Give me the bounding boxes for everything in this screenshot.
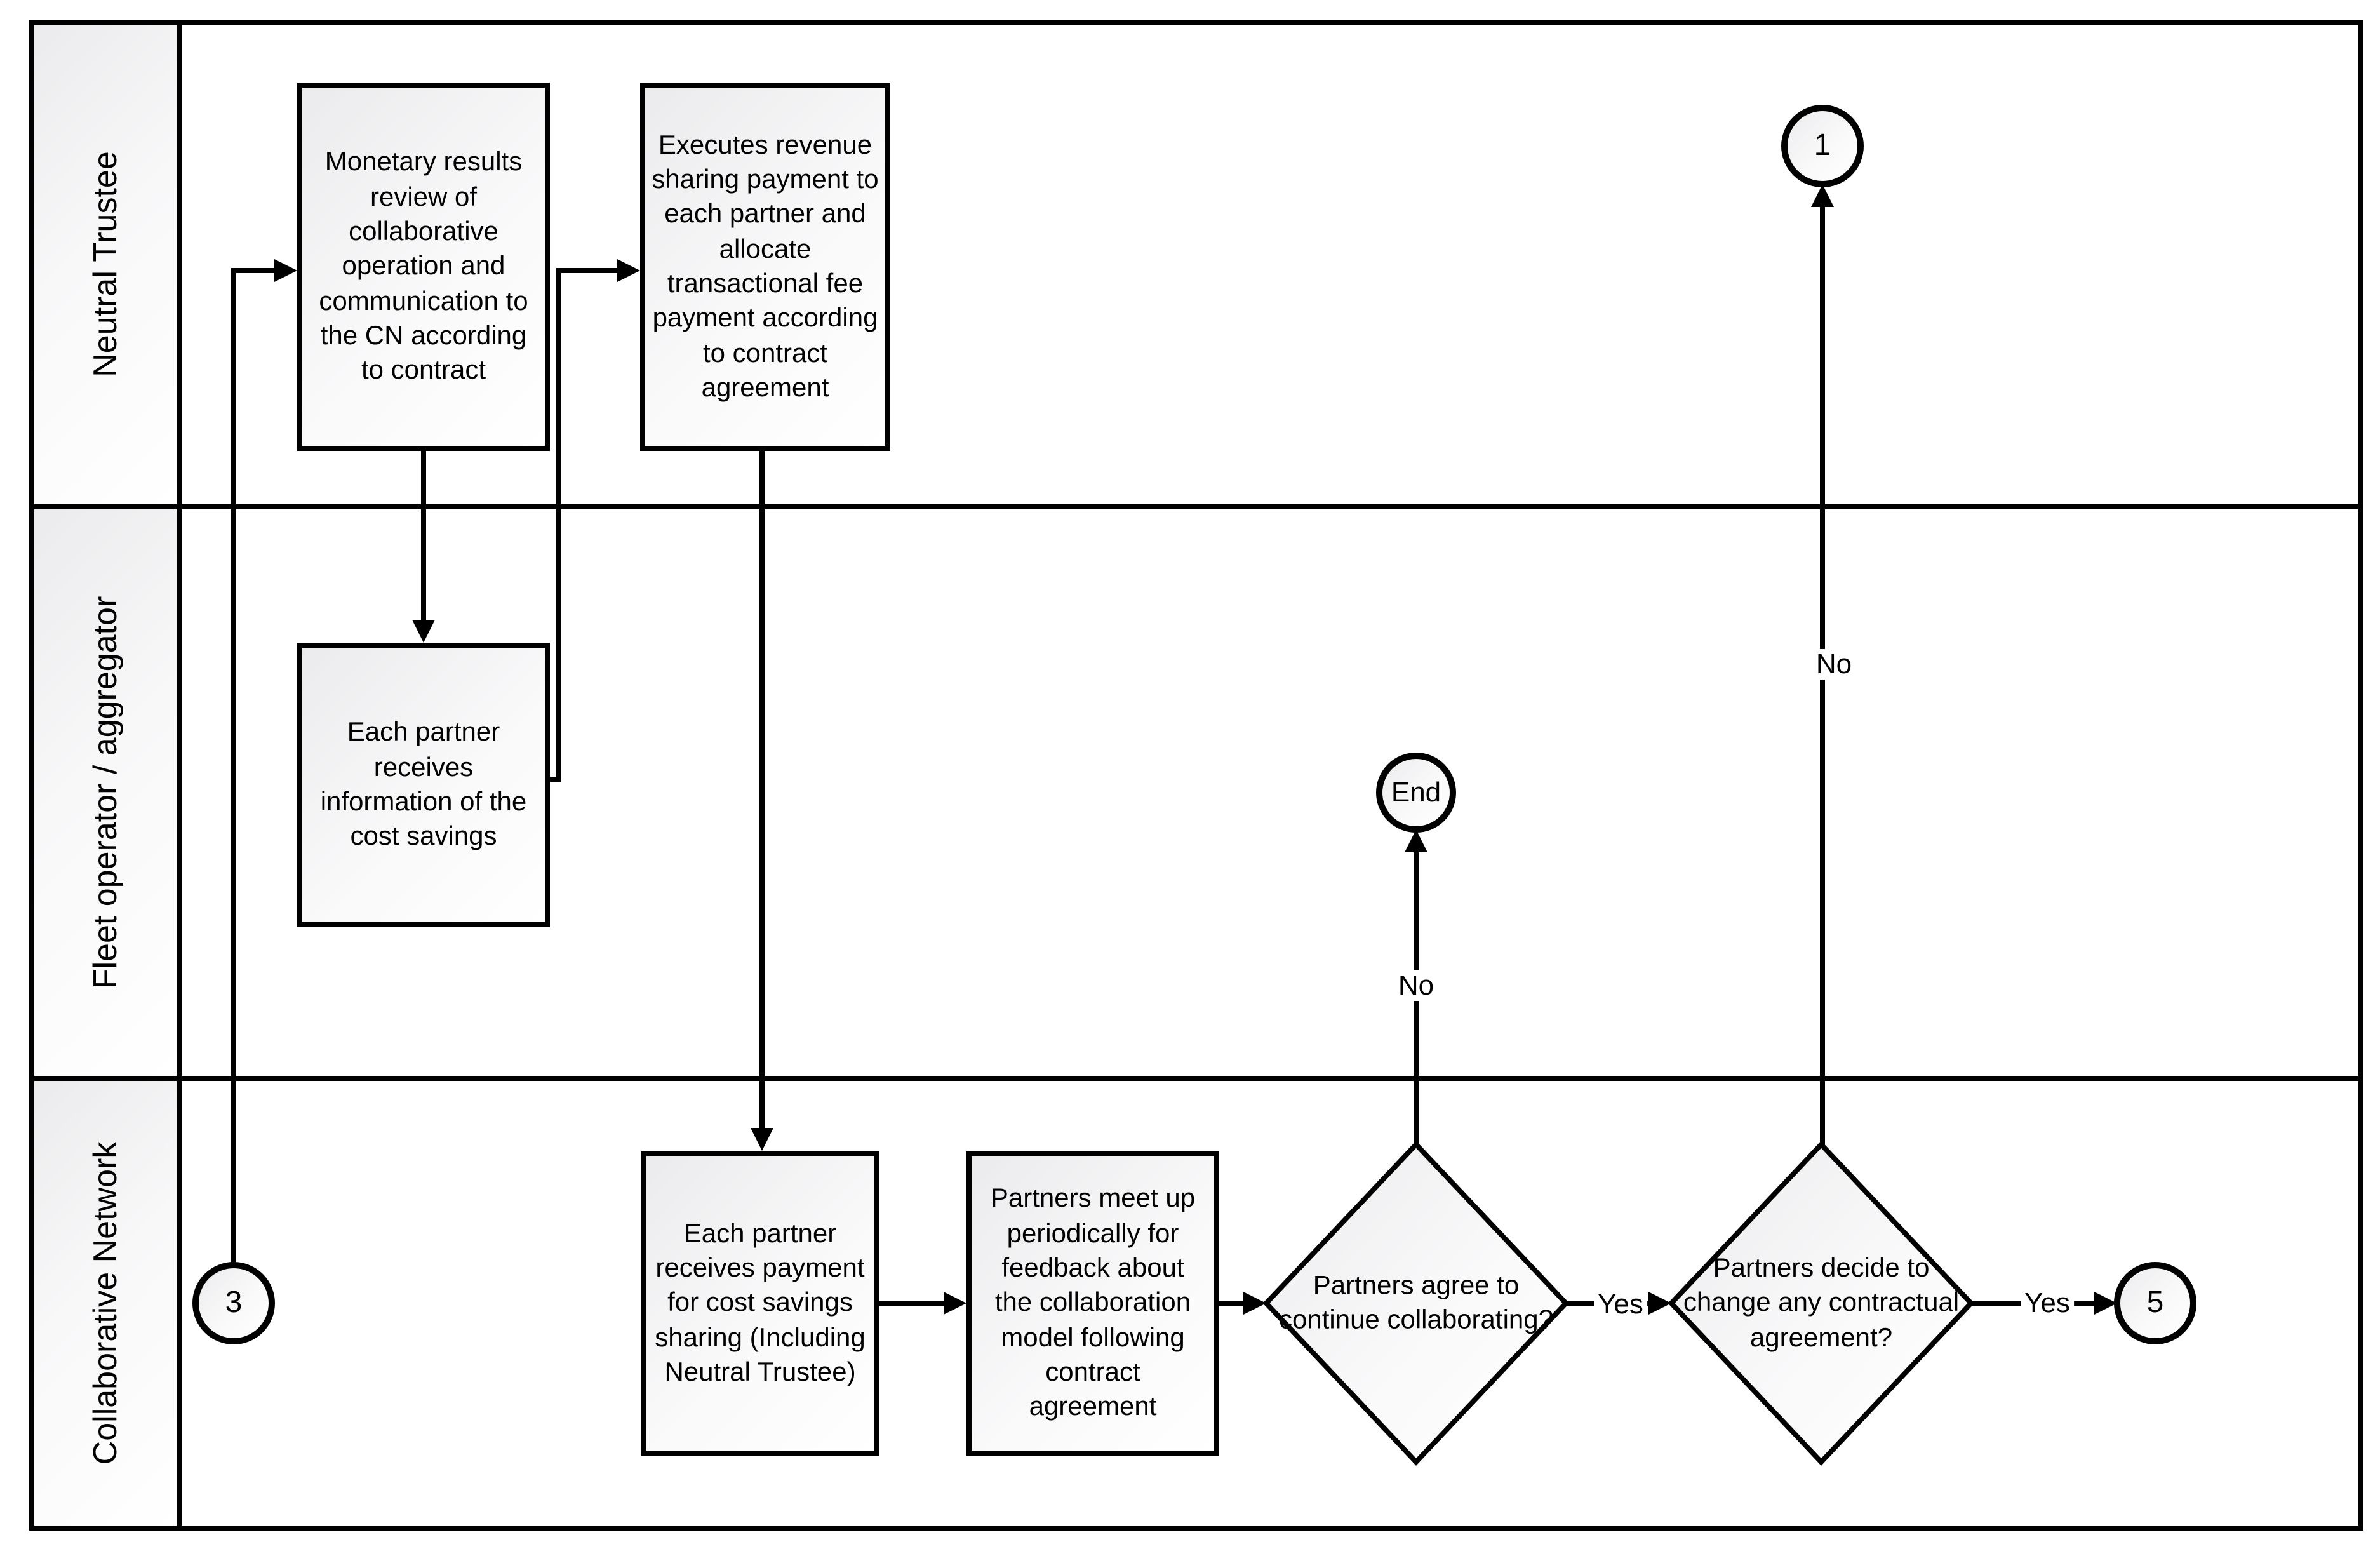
lane-header-collaborative-network	[34, 1081, 177, 1526]
arrowhead-into-monetary-review	[274, 259, 297, 282]
lane-divider-2	[34, 1076, 2358, 1081]
arrowhead-into-decision-continue	[1243, 1292, 1266, 1315]
label-yes-to-connector5: Yes	[2021, 1288, 2074, 1318]
lane-header-fleet-operator	[34, 509, 177, 1076]
task-receive-payment-text: Each partner receives payment for cost s…	[655, 1219, 866, 1387]
lane-header-neutral-trustee	[34, 25, 177, 504]
task-partners-meetup: Partners meet up periodically for feedba…	[966, 1151, 1219, 1456]
task-monetary-review-text: Monetary results review of collaborative…	[319, 147, 528, 386]
connector-1-label: 1	[1814, 128, 1831, 163]
task-receive-payment: Each partner receives payment for cost s…	[641, 1151, 879, 1456]
edge-connector3-to-monetary-review	[231, 268, 274, 1265]
arrowhead-into-connector1	[1811, 184, 1834, 207]
label-yes-to-decision-change: Yes	[1594, 1289, 1647, 1320]
decision-change-agreement-shape	[1668, 1141, 1975, 1466]
task-execute-revenue-sharing-text: Executes revenue sharing payment to each…	[652, 130, 879, 403]
connector-1-shape	[1781, 105, 1864, 187]
connector-3-shape	[192, 1262, 275, 1344]
lane-label-column-divider	[177, 25, 182, 1526]
connector-5-shape	[2114, 1262, 2196, 1344]
edge-receives-info-to-execute-revenue	[550, 268, 617, 782]
label-no-to-connector1: No	[1812, 649, 1856, 680]
arrowhead-into-end	[1405, 829, 1427, 852]
task-receive-cost-savings-info-text: Each partner receives information of the…	[320, 718, 527, 852]
task-receive-cost-savings-info: Each partner receives information of the…	[297, 643, 550, 927]
arrowhead-into-receives-info	[412, 620, 435, 643]
task-partners-meetup-text: Partners meet up periodically for feedba…	[990, 1184, 1196, 1422]
arrowhead-into-decision-change	[1648, 1292, 1671, 1315]
end-event-shape	[1376, 753, 1456, 833]
connector-3-label: 3	[225, 1285, 243, 1320]
arrowhead-into-meetup	[944, 1292, 966, 1315]
task-monetary-review: Monetary results review of collaborative…	[297, 83, 550, 451]
end-event-label: End	[1391, 776, 1441, 808]
label-no-to-end: No	[1394, 970, 1438, 1001]
decision-continue-collaborating-text: Partners agree to continue collaborating…	[1279, 1271, 1553, 1335]
connector-5-label: 5	[2146, 1285, 2164, 1320]
arrowhead-into-connector5	[2094, 1292, 2117, 1315]
arrowhead-into-receive-payment	[751, 1128, 773, 1151]
lane-divider-1	[34, 504, 2358, 509]
arrowhead-into-execute-revenue	[617, 259, 640, 282]
task-execute-revenue-sharing: Executes revenue sharing payment to each…	[640, 83, 890, 451]
decision-change-agreement-text: Partners decide to change any contractua…	[1683, 1254, 1960, 1353]
decision-continue-collaborating-shape	[1262, 1141, 1570, 1466]
